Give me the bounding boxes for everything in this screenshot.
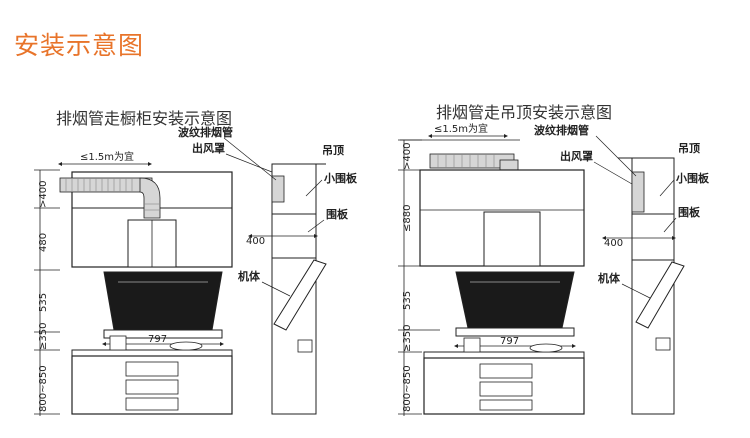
- left-dim-top: >400: [38, 181, 49, 208]
- left-hood-glass-panel: [103, 271, 223, 331]
- left-leader-outlet: [225, 153, 273, 173]
- right-diagram: 排烟管走吊顶安装示意图 ≤1.5m为宜 797: [398, 103, 710, 416]
- left-leader-bellows: [223, 137, 277, 181]
- right-drawer-1: [479, 363, 533, 379]
- left-leader-body: [261, 281, 291, 297]
- right-leader-body: [621, 283, 651, 299]
- left-side-depth-value: 400: [246, 236, 265, 247]
- page-title: 安装示意图: [14, 31, 145, 60]
- left-drawer-1: [125, 361, 179, 377]
- left-label-bellows: 波纹排烟管: [178, 125, 233, 139]
- right-wok: [529, 343, 563, 353]
- left-dim-ticks: [34, 169, 60, 415]
- right-label-ceiling: 吊顶: [678, 142, 700, 155]
- left-diagram: 排烟管走橱柜安装示意图 ≤1.5m为宜: [34, 109, 358, 416]
- right-hood-glass-panel: [455, 271, 575, 329]
- right-leader-outlet: [593, 161, 633, 185]
- left-countertop: [71, 349, 233, 357]
- left-diagram-title: 排烟管走橱柜安装示意图: [56, 109, 232, 128]
- left-leader-small-panel: [305, 179, 323, 197]
- right-diagram-title: 排烟管走吊顶安装示意图: [436, 103, 612, 122]
- right-drawer-3: [479, 399, 533, 411]
- right-dim-top: >400: [402, 143, 413, 170]
- right-dim-counter: 800~850: [402, 365, 413, 412]
- left-label-body: 机体: [238, 269, 261, 283]
- right-side-pot: [655, 337, 671, 351]
- left-label-ceiling: 吊顶: [322, 144, 344, 157]
- left-duct-note: ≤1.5m为宜: [80, 150, 134, 163]
- left-label-small-panel: 小围板: [323, 171, 358, 185]
- left-dim-counter: 800~850: [38, 365, 49, 412]
- right-duct-note: ≤1.5m为宜: [434, 122, 488, 135]
- right-dim-cabinet: ≤880: [402, 205, 413, 232]
- right-label-panel: 围板: [678, 205, 701, 219]
- left-bellows-duct-horizontal: [59, 177, 153, 193]
- right-cabinet-inner-box: [483, 211, 541, 267]
- right-label-body: 机体: [598, 271, 621, 285]
- left-drawer-3: [125, 397, 179, 411]
- right-label-outlet: 出风罩: [560, 149, 593, 163]
- right-leader-bellows: [595, 135, 637, 177]
- left-label-outlet: 出风罩: [192, 141, 225, 155]
- right-countertop: [423, 351, 585, 359]
- left-wok: [169, 341, 203, 351]
- left-duct-ribs: [65, 178, 160, 211]
- right-leader-small-panel: [659, 179, 675, 197]
- left-side-duct: [271, 175, 285, 203]
- right-dim-ticks: [398, 139, 440, 415]
- left-side-hood-body: [273, 259, 327, 331]
- right-pot: [463, 337, 481, 353]
- right-hood-base: [455, 327, 575, 337]
- right-side-duct: [631, 171, 645, 213]
- left-leader-panel: [307, 219, 325, 233]
- right-leader-panel: [663, 217, 677, 233]
- right-side-depth-value: 400: [604, 238, 623, 249]
- left-width-value: 797: [148, 334, 167, 345]
- right-dim-hood: 535: [402, 291, 413, 310]
- right-side-hood-body: [635, 261, 685, 329]
- right-dim-gap: ≥350: [402, 325, 413, 352]
- left-hood-base: [103, 329, 223, 339]
- left-bellows-duct-elbow: [139, 177, 161, 219]
- left-label-panel: 围板: [326, 207, 349, 221]
- right-label-small-panel: 小围板: [675, 171, 710, 185]
- left-pot: [109, 335, 127, 351]
- right-drawer-2: [479, 381, 533, 397]
- right-side-panel: [631, 213, 675, 261]
- right-width-value: 797: [500, 336, 519, 347]
- left-dim-cabinet: 480: [38, 233, 49, 252]
- left-dim-gap: ≥350: [38, 323, 49, 350]
- left-drawer-2: [125, 379, 179, 395]
- right-label-bellows: 波纹排烟管: [534, 123, 589, 137]
- left-side-pot: [297, 339, 313, 353]
- left-dim-hood: 535: [38, 293, 49, 312]
